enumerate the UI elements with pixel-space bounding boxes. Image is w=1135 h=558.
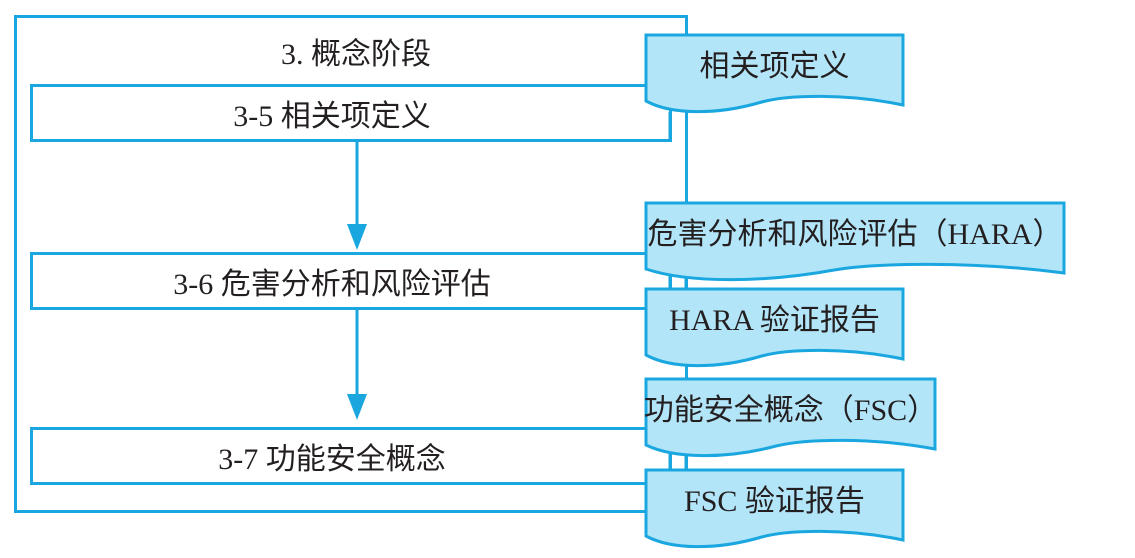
step-box-3-6-frame: [30, 252, 672, 310]
document-1: 相关项定义: [644, 33, 905, 114]
document-label: 功能安全概念（FSC）: [644, 394, 937, 427]
document-3: HARA 验证报告: [644, 287, 905, 368]
step-label-3-7: 3-7 功能安全概念: [218, 443, 446, 476]
arrow-3-5-to-3-6: [347, 142, 367, 250]
document-5: FSC 验证报告: [644, 468, 905, 549]
document-2: 危害分析和风险评估（HARA）: [644, 201, 1066, 282]
arrow-head-icon: [347, 394, 367, 420]
step-box-3-6: 3-6 危害分析和风险评估: [30, 252, 672, 310]
phase-title: 3. 概念阶段: [281, 38, 431, 71]
step-label-3-5: 3-5 相关项定义: [233, 100, 431, 133]
step-label-3-6: 3-6 危害分析和风险评估: [173, 268, 491, 301]
document-shape: [644, 201, 1066, 282]
document-shape: [644, 33, 905, 114]
document-shape: [644, 377, 937, 458]
document-4: 功能安全概念（FSC）: [644, 377, 937, 458]
document-label: 相关项定义: [700, 50, 850, 83]
document-label: FSC 验证报告: [684, 485, 865, 518]
document-shape: [644, 287, 905, 368]
arrow-head-icon: [347, 224, 367, 250]
document-shape: [644, 468, 905, 549]
document-label: 危害分析和风险评估（HARA）: [647, 218, 1062, 251]
step-box-3-7: 3-7 功能安全概念: [30, 427, 672, 485]
document-label: HARA 验证报告: [669, 304, 880, 337]
step-box-3-5: 3-5 相关项定义: [30, 84, 672, 142]
step-box-3-5-frame: [30, 84, 672, 142]
arrow-3-6-to-3-7: [347, 310, 367, 420]
